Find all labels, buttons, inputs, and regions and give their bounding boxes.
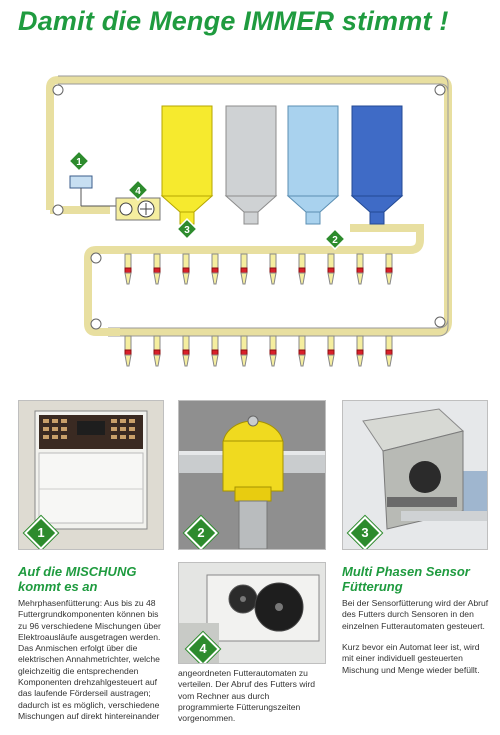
mixer-unit-image [179,563,325,663]
silo-blue [350,105,404,225]
silo-yellow [160,105,214,225]
sensor-heading-line2: Fütterung [342,579,403,594]
sensor-paragraph-2: Kurz bevor ein Automat leer ist, wird mi… [342,642,480,675]
sensor-heading: Multi Phasen Sensor Fütterung [342,564,492,594]
photo-control-panel: 1 [18,400,164,550]
page-title: Damit die Menge IMMER stimmt ! [18,6,449,36]
distribution-paragraph: angeordneten Futterautomaten zu verteile… [178,668,316,724]
silo-grey [224,105,278,225]
mixing-heading-line2: kommt es an [18,579,98,594]
svg-text:3: 3 [184,225,190,236]
svg-text:1: 1 [76,157,82,168]
sensor-unit-image [343,401,487,549]
control-unit [69,175,93,189]
silo-lightblue [286,105,340,225]
diagram-badge-3: 3 [176,218,198,240]
svg-text:4: 4 [135,186,141,197]
svg-text:2: 2 [332,235,338,246]
dosing-units-upper [124,253,393,285]
feeding-system-diagram: 1 4 3 2 [46,75,452,367]
diagram-badge-1: 1 [68,150,90,172]
photo-sensor-unit: 3 [342,400,488,550]
photo-mixer-unit: 4 [178,562,326,664]
mixing-heading-line1: Auf die MISCHUNG [18,564,137,579]
feed-line-upper [96,224,424,254]
mixing-paragraph: Mehrphasenfütterung: Aus bis zu 48 Futte… [18,598,161,721]
conveyor-loop-left [46,76,59,210]
mixing-heading: Auf die MISCHUNG kommt es an [18,564,168,594]
diagram-badge-4: 4 [127,179,149,201]
sensor-paragraph-1: Bei der Sensorfütterung wird der Abruf d… [342,598,489,631]
dosing-units-lower [124,335,393,367]
sensor-heading-line1: Multi Phasen Sensor [342,564,470,579]
photo-dosing-unit: 2 [178,400,326,550]
diagram-badge-2: 2 [324,228,346,250]
